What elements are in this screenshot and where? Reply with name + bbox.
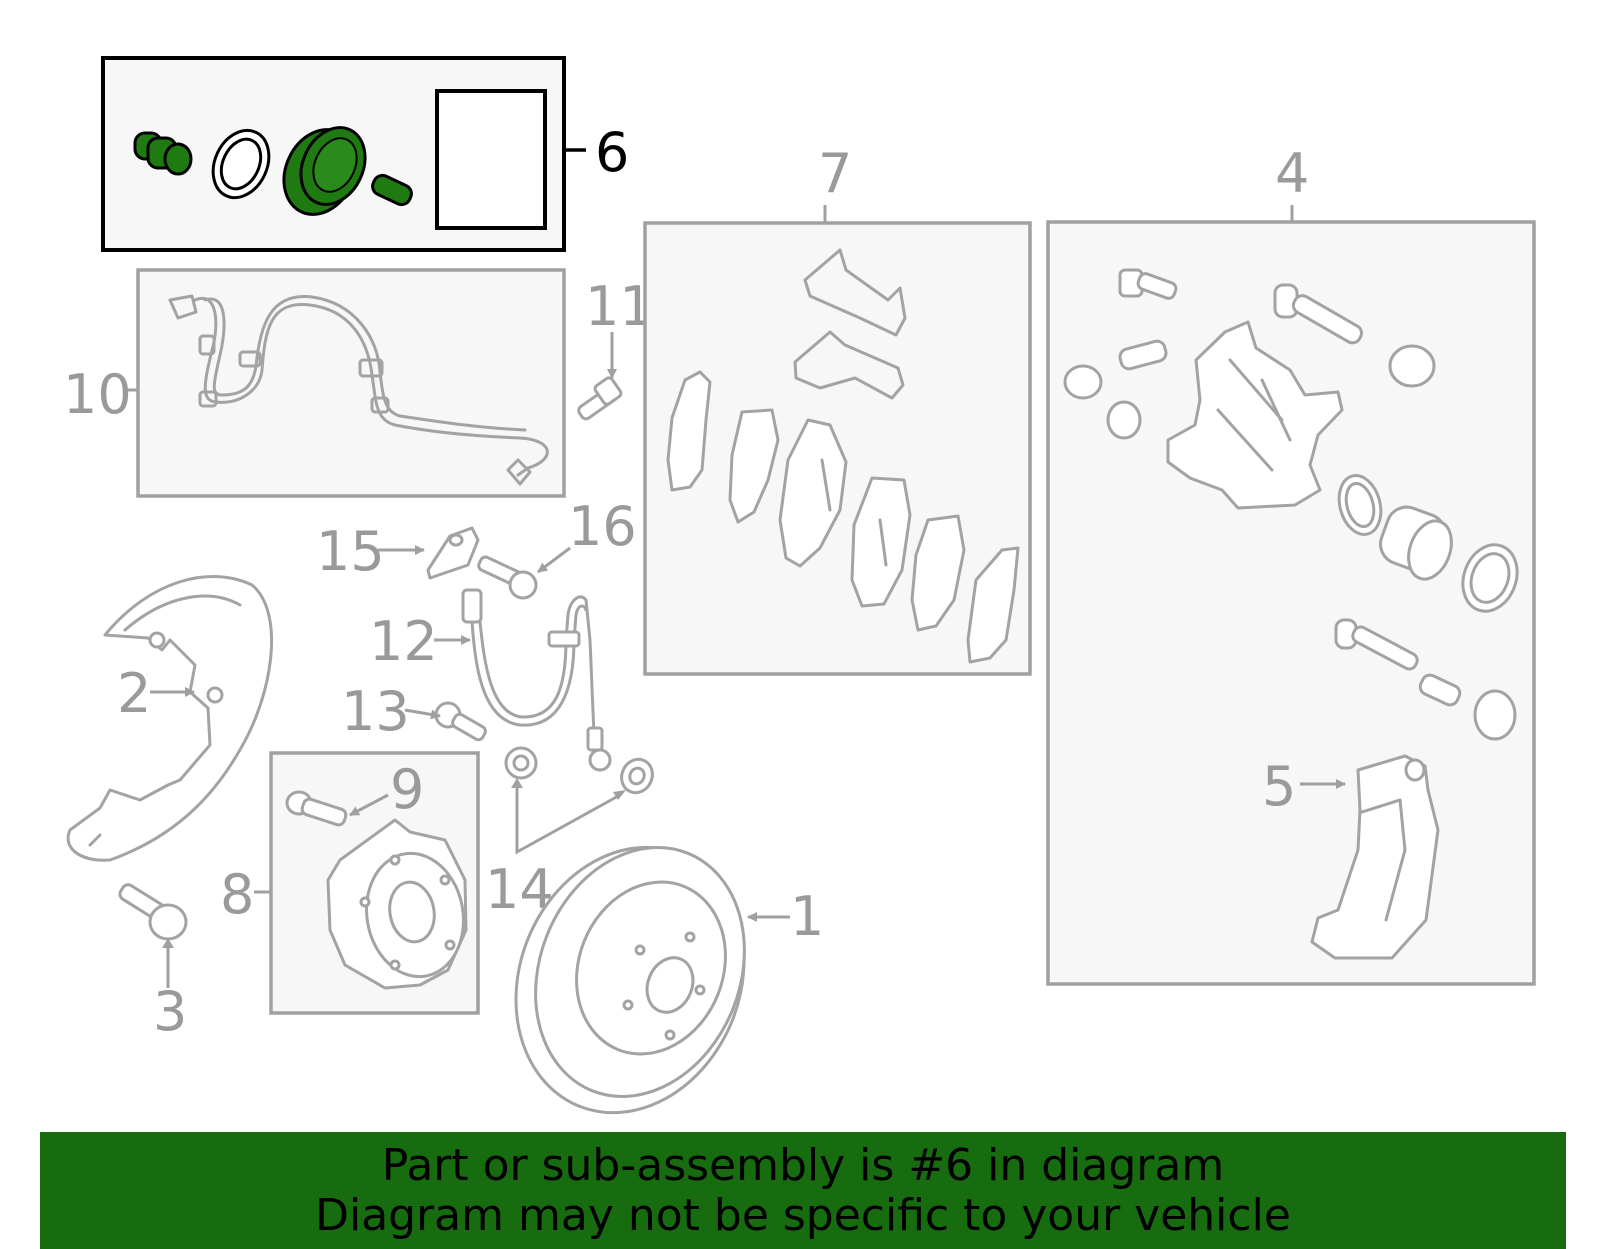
callout-3: 3 [153, 980, 187, 1043]
notice-banner: Part or sub-assembly is #6 in diagram Di… [40, 1132, 1566, 1249]
part-15-hose-bracket[interactable] [426, 526, 480, 580]
callout-8: 8 [220, 863, 254, 926]
callout-4: 4 [1275, 142, 1309, 205]
callout-9: 9 [390, 758, 424, 821]
callout-11: 11 [585, 275, 654, 338]
part-4-caliper-assembly[interactable] [1046, 220, 1536, 986]
banner-line-1: Part or sub-assembly is #6 in diagram [381, 1139, 1225, 1191]
callout-6: 6 [595, 121, 629, 184]
part-6-repair-kit[interactable] [101, 56, 566, 252]
part-9-bolt[interactable] [285, 790, 348, 827]
callout-12: 12 [369, 610, 438, 673]
callout-2: 2 [117, 662, 151, 725]
part-11-bolt[interactable] [577, 376, 623, 421]
callout-1: 1 [790, 885, 824, 948]
part-7-brake-pads[interactable] [643, 221, 1032, 676]
part-6-bushing-icon [371, 173, 413, 207]
part-3-bolt[interactable] [118, 882, 188, 941]
part-14-washers[interactable] [504, 746, 658, 798]
part-16-bolt[interactable] [477, 555, 538, 600]
part-2-splash-shield[interactable] [66, 575, 274, 862]
callout-13: 13 [341, 680, 410, 743]
callout-5: 5 [1262, 755, 1296, 818]
part-13-bolt[interactable] [434, 701, 487, 742]
part-5-caliper-bracket[interactable] [1310, 754, 1440, 960]
callout-7: 7 [818, 142, 852, 205]
part-6-seal-icon [211, 128, 271, 200]
banner-line-2: Diagram may not be specific to your vehi… [315, 1189, 1291, 1241]
part-12-brake-hose[interactable] [461, 588, 612, 772]
callout-15: 15 [316, 520, 385, 583]
part-10-speed-sensor[interactable] [136, 268, 566, 498]
callout-10: 10 [63, 363, 132, 426]
part-6-dust-boot-icon [282, 126, 367, 216]
part-1-brake-rotor[interactable] [477, 813, 783, 1148]
part-6-boot-icon [133, 131, 193, 176]
callout-16: 16 [568, 495, 637, 558]
